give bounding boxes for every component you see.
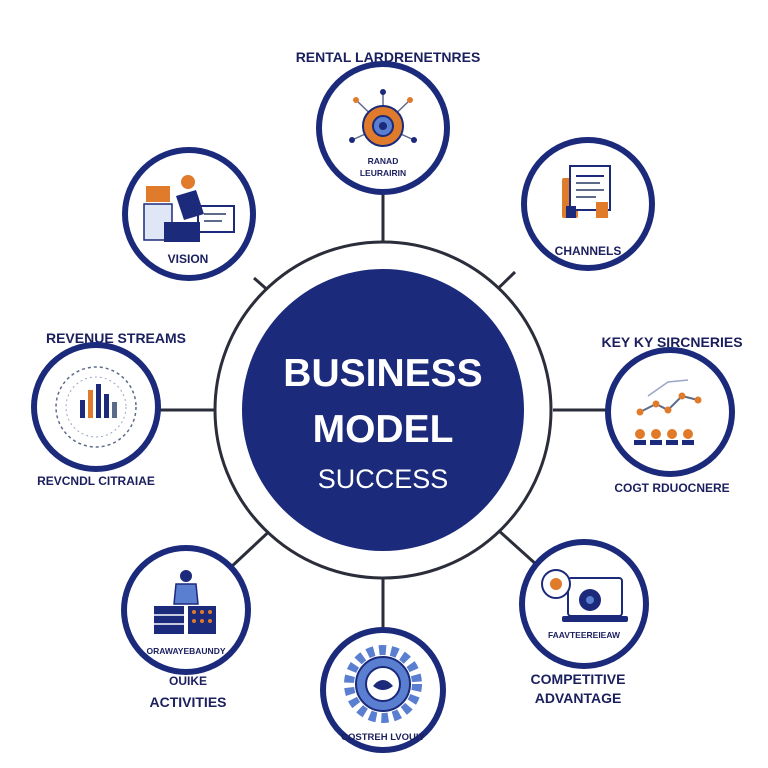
key-title: KEY KY SIRCNERIES	[601, 334, 742, 350]
hub-circle	[242, 269, 524, 551]
hub-title-line3: SUCCESS	[318, 464, 449, 494]
presenter-board-icon	[143, 175, 235, 242]
node-activities	[121, 545, 251, 675]
channels-label: CHANNELS	[555, 244, 622, 258]
competitive-caption-line1: COMPETITIVE	[531, 671, 626, 687]
rental-inner-line1: RANAD	[368, 156, 399, 166]
revenue-title: REVENUE STREAMS	[46, 330, 186, 346]
monitor-gear-icon	[541, 569, 628, 622]
activities-caption-line2: ACTIVITIES	[149, 694, 226, 710]
competitive-inner: FAAVTEEREIEAW	[548, 630, 621, 640]
competitive-caption-line2: ADVANTAGE	[535, 690, 622, 706]
hub-title-line1: BUSINESS	[283, 352, 482, 395]
documents-icon	[562, 165, 611, 218]
person-servers-icon	[154, 570, 216, 634]
activities-caption-line1: OUIKE	[169, 674, 207, 688]
network-globe-icon	[349, 89, 417, 147]
rental-title: RENTAL LARDRENETNRES	[296, 49, 481, 65]
activities-inner: ORAWAYEBAUNDY	[146, 646, 225, 656]
cost-inner: COSTREH LVOUIY	[341, 732, 425, 743]
key-caption: COGT RDUOCNERE	[614, 481, 729, 495]
growth-network-icon	[634, 379, 702, 445]
rental-inner-line2: LEURAIRIN	[360, 168, 406, 178]
revenue-caption: REVCNDL CITRAIAE	[37, 474, 155, 488]
bar-chart-icon	[55, 366, 137, 448]
gear-icon	[344, 645, 422, 723]
vision-label: VISION	[168, 252, 209, 266]
hub-title-line2: MODEL	[313, 408, 454, 451]
